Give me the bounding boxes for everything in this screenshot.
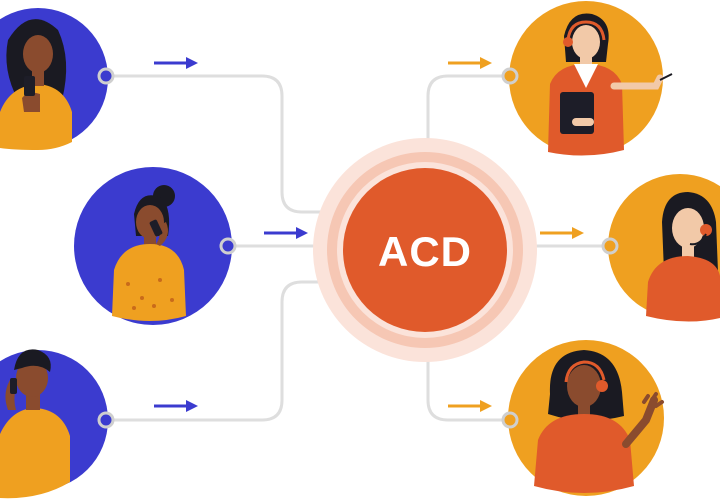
agent-headset [601, 174, 720, 322]
arrow-agent-2 [540, 227, 584, 239]
woman-with-smartphone-icon [0, 19, 72, 150]
agent-2-node [601, 237, 619, 255]
arrow-caller-1 [154, 57, 198, 69]
agent-with-headset-waving-icon [534, 350, 664, 493]
hub-label: ACD [378, 228, 472, 275]
connector-caller-3 [104, 280, 354, 422]
agent-3-node [501, 411, 519, 429]
arrow-caller-2 [264, 227, 308, 239]
arrow-caller-3 [154, 400, 198, 412]
hub-core [343, 168, 507, 332]
agent-1-node [501, 67, 519, 85]
man-on-phone-call-icon [0, 349, 70, 499]
agent-presenter [501, 1, 673, 156]
agent-with-headset-and-tablet-icon [548, 13, 673, 156]
connector-agent-1 [426, 74, 512, 162]
acd-hub: ACD [313, 138, 537, 362]
caller-woman-phone [0, 8, 115, 150]
connector-caller-1 [104, 74, 354, 214]
caller-man-call [0, 349, 115, 499]
caller-2-node [219, 237, 237, 255]
arrow-agent-1 [448, 57, 492, 69]
agent-arrows [448, 57, 584, 412]
caller-woman-call [74, 167, 237, 325]
arrow-agent-3 [448, 400, 492, 412]
woman-on-phone-call-icon [112, 185, 186, 321]
agent-with-headset-icon [646, 192, 720, 322]
connectors [104, 74, 612, 422]
caller-3-node [97, 411, 115, 429]
caller-1-node [97, 67, 115, 85]
connector-agent-3 [426, 330, 512, 422]
caller-arrows [154, 57, 308, 412]
agent-waving [501, 340, 664, 496]
